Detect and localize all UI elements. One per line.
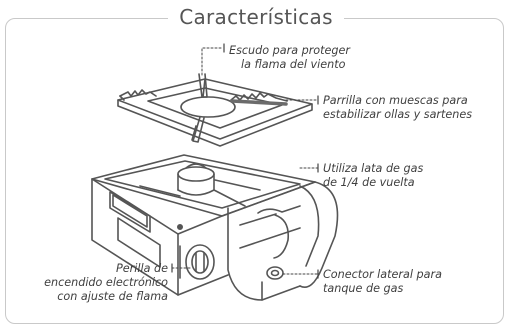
leader-lines [171,47,319,275]
callout-connector: Conector lateral para tanque de gas [323,268,442,295]
callout-gas-can: Utiliza lata de gas de 1/4 de vuelta [323,162,424,189]
grill-grate [117,73,313,147]
callout-knob: Perilla de encendido electrónico con aju… [44,262,168,303]
control-knob [177,224,215,280]
callout-grill: Parrilla con muescas para estabilizar ol… [323,94,473,121]
callout-shield: Escudo para proteger la flama del viento [229,44,351,71]
leader-ticks [171,43,319,279]
diagram-title: Características [168,2,344,32]
gas-can-housing [227,181,339,301]
